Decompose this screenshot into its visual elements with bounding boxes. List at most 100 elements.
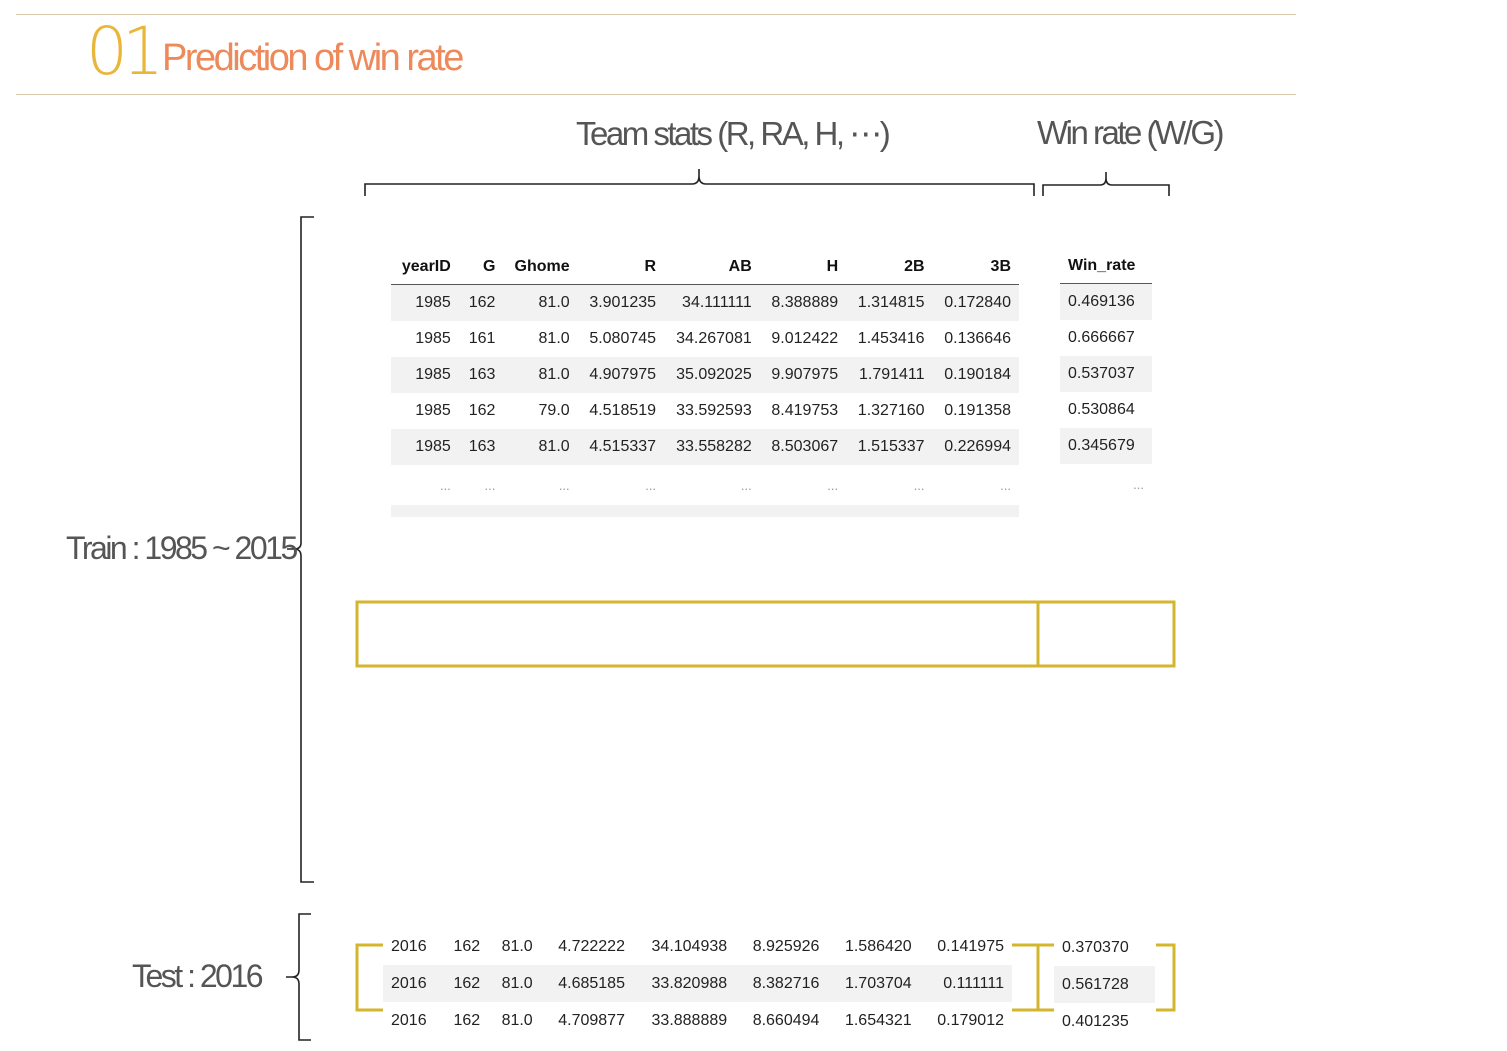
test-target-cell: 0.401235 bbox=[1054, 1003, 1155, 1040]
ellipsis-cell: ... bbox=[846, 465, 933, 505]
ellipsis-cell: ... bbox=[503, 465, 578, 505]
tail-cell bbox=[846, 505, 933, 517]
table-cell: 1.515337 bbox=[846, 429, 933, 465]
table-cell: 81.0 bbox=[503, 357, 578, 393]
test-cell: 81.0 bbox=[488, 1002, 541, 1039]
test-target-row: 0.401235 bbox=[1054, 1003, 1155, 1040]
test-target-cell: 0.370370 bbox=[1054, 929, 1155, 966]
ellipsis-cell: ... bbox=[577, 465, 665, 505]
tail-cell bbox=[759, 505, 847, 517]
features-box bbox=[355, 600, 1040, 668]
column-header: R bbox=[644, 258, 657, 275]
target-row: 0.345679 bbox=[1060, 428, 1152, 464]
table-cell: 33.558282 bbox=[664, 429, 760, 465]
header-rule bbox=[16, 94, 1296, 95]
target-ellipsis-row: ... bbox=[1060, 464, 1152, 504]
test-cell: 0.141975 bbox=[919, 928, 1012, 965]
target-cell: 0.666667 bbox=[1068, 329, 1135, 346]
table-cell: 1.314815 bbox=[846, 284, 933, 321]
column-header: H bbox=[826, 258, 839, 275]
test-target-bracket-left bbox=[1038, 943, 1054, 1012]
target-box bbox=[1036, 600, 1176, 668]
test-cell: 2016 bbox=[383, 928, 441, 965]
table-cell: 81.0 bbox=[538, 330, 570, 347]
test-target-cell: 0.561728 bbox=[1054, 966, 1155, 1003]
table-cell: 1.327160 bbox=[857, 402, 925, 419]
train-target-table: Win_rate 0.469136 0.666667 0.537037 0.53086… bbox=[1060, 249, 1152, 504]
table-cell: 162 bbox=[468, 402, 496, 419]
table-row: 1985 162 79.0 4.518519 33.592593 8.419753 1.32… bbox=[391, 393, 1019, 429]
table-cell: 162 bbox=[458, 284, 504, 321]
target-row: 0.530864 bbox=[1060, 392, 1152, 428]
test-cell: 4.722222 bbox=[540, 928, 633, 965]
table-cell: 1985 bbox=[415, 402, 451, 419]
table-cell: 5.080745 bbox=[589, 330, 657, 347]
test-cell: 4.685185 bbox=[540, 965, 633, 1002]
ellipsis-cell: ... bbox=[664, 465, 760, 505]
table-cell: 1985 bbox=[391, 284, 459, 321]
table-cell: 1985 bbox=[415, 330, 451, 347]
test-cell: 1.654321 bbox=[827, 1002, 920, 1039]
test-brace bbox=[286, 913, 311, 1041]
test-cell: 81.0 bbox=[488, 928, 541, 965]
team-stats-caption: Team stats (R, RA, H, ⋯) bbox=[576, 115, 891, 152]
tail-cell bbox=[577, 505, 665, 517]
table-cell: 35.092025 bbox=[664, 357, 760, 393]
win-rate-caption: Win rate (W/G) bbox=[1037, 114, 1225, 151]
ellipsis-cell: ... bbox=[391, 465, 459, 505]
test-features-bracket-right bbox=[1012, 943, 1040, 1012]
target-cell: 0.469136 bbox=[1060, 283, 1152, 320]
test-cell: 8.925926 bbox=[735, 928, 828, 965]
target-row: 0.666667 bbox=[1060, 320, 1152, 356]
column-header: 2B bbox=[904, 258, 925, 275]
table-cell: 8.388889 bbox=[759, 284, 847, 321]
column-header: 3B bbox=[990, 258, 1011, 275]
test-target-row: 0.561728 bbox=[1054, 966, 1155, 1003]
table-cell: 3.901235 bbox=[577, 284, 665, 321]
section-number: 01 bbox=[86, 13, 164, 90]
tail-cell bbox=[458, 505, 504, 517]
column-header: Ghome bbox=[514, 258, 570, 275]
table-cell: 163 bbox=[458, 357, 504, 393]
tail-cell bbox=[932, 505, 1019, 517]
table-cell: 1985 bbox=[391, 429, 459, 465]
table-cell: 4.518519 bbox=[589, 402, 657, 419]
table-cell: 0.172840 bbox=[932, 284, 1019, 321]
top-rule bbox=[16, 14, 1296, 15]
target-cell: 0.530864 bbox=[1068, 401, 1135, 418]
test-cell: 33.888889 bbox=[632, 1002, 736, 1039]
table-cell: 81.0 bbox=[503, 284, 578, 321]
target-row: 0.469136 bbox=[1060, 283, 1152, 320]
column-header: yearID bbox=[401, 258, 451, 275]
test-cell: 0.111111 bbox=[919, 965, 1012, 1002]
test-cell: 4.709877 bbox=[540, 1002, 633, 1039]
table-cell: 0.190184 bbox=[932, 357, 1019, 393]
tail-cell bbox=[391, 505, 459, 517]
target-cell: 0.537037 bbox=[1060, 356, 1152, 392]
table-cell: 163 bbox=[458, 429, 504, 465]
ellipsis-cell: ... bbox=[1060, 464, 1152, 504]
table-cell: 79.0 bbox=[538, 402, 570, 419]
target-row: 0.537037 bbox=[1060, 356, 1152, 392]
target-cell: 0.345679 bbox=[1060, 428, 1152, 464]
table-cell: 8.419753 bbox=[771, 402, 839, 419]
win-rate-header: Win_rate bbox=[1068, 257, 1136, 274]
table-cell: 4.907975 bbox=[577, 357, 665, 393]
table-cell: 33.592593 bbox=[676, 402, 752, 419]
tail-cell bbox=[503, 505, 578, 517]
ellipsis-row: ........................ bbox=[391, 465, 1019, 505]
test-cell: 162 bbox=[440, 1002, 489, 1039]
